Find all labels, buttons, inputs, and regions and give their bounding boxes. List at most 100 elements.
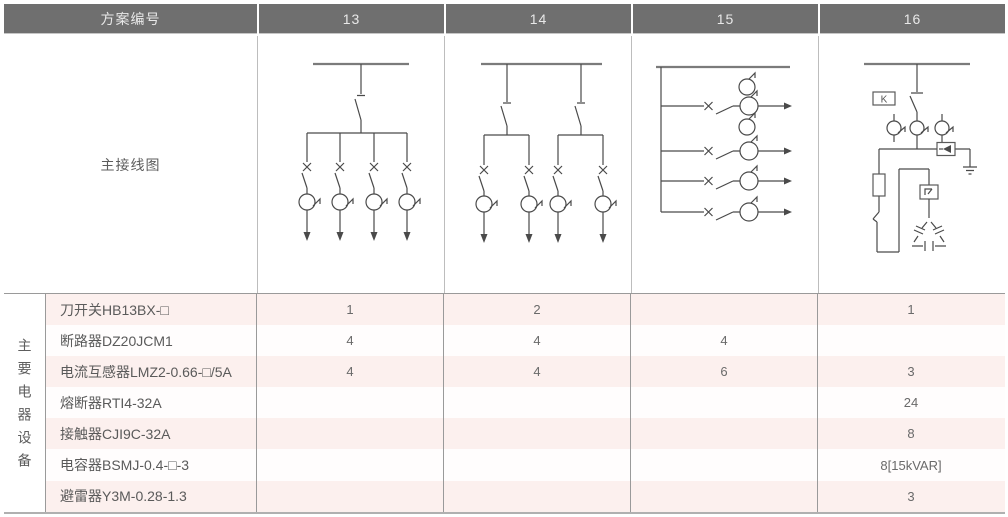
- current-transformer-icon: [594, 195, 612, 213]
- qty-cell: [630, 418, 817, 450]
- current-transformer-icon: [549, 195, 567, 213]
- current-transformer-icon: [738, 78, 756, 96]
- arrow-icon: [784, 177, 792, 185]
- header-cell-scheme-13: 13: [259, 4, 444, 34]
- arrow-icon: [554, 234, 562, 243]
- current-transformer-icon: [886, 120, 902, 136]
- qty-cell: [630, 449, 817, 481]
- current-transformer-icon: [738, 118, 756, 136]
- equipment-name-cell: 熔断器RTI4-32A: [60, 394, 162, 411]
- current-transformer-icon: [298, 193, 316, 211]
- diagram-cell-scheme-14: [444, 36, 631, 293]
- table-header-row: 方案编号 13 14 15 16: [4, 4, 1005, 34]
- qty-cell: [630, 480, 817, 512]
- table-row: 电流互感器LMZ2-0.66-□/5A 4 4 6 3: [46, 356, 1005, 388]
- equipment-name-cell: 电容器BSMJ-0.4-□-3: [60, 457, 190, 474]
- qty-cell: 3: [817, 480, 1004, 512]
- knife-switch-symbol: [354, 64, 365, 133]
- arrow-icon: [336, 232, 344, 241]
- diagram-cell-scheme-16: K: [818, 36, 1005, 293]
- diagram-cell-scheme-13: [257, 36, 444, 293]
- equipment-name-cell: 断路器DZ20JCM1: [60, 332, 173, 349]
- qty-cell: 4: [256, 325, 443, 357]
- qty-cell: [443, 387, 630, 419]
- table-row: 熔断器RTI4-32A 24: [46, 387, 1005, 419]
- main-wiring-diagram-row: 主接线图: [4, 36, 1005, 293]
- arrow-icon: [480, 234, 488, 243]
- equipment-name-cell: 避雷器Y3M-0.28-1.3: [60, 488, 187, 505]
- qty-cell: 1: [817, 294, 1004, 326]
- single-line-diagram-scheme-15: [656, 65, 792, 222]
- header-cell-scheme-16: 16: [820, 4, 1005, 34]
- capacitor-loop-line: [872, 149, 930, 253]
- arrow-icon: [784, 102, 792, 110]
- qty-cell: [256, 480, 443, 512]
- qty-cell: 8[15kVAR]: [817, 449, 1004, 481]
- current-transformer-icon: [398, 193, 416, 211]
- qty-cell: [256, 449, 443, 481]
- contactor-symbol: [924, 188, 933, 195]
- arrester-arrow-icon: [943, 145, 951, 153]
- table-row: 避雷器Y3M-0.28-1.3 3: [46, 480, 1005, 512]
- knife-switch-symbol: [484, 64, 529, 136]
- table-row: 刀开关HB13BX-□ 1 2 1: [46, 294, 1005, 326]
- qty-cell: 4: [443, 325, 630, 357]
- qty-cell: 8: [817, 418, 1004, 450]
- arrow-icon: [784, 208, 792, 216]
- header-cell-scheme-label: 方案编号: [4, 4, 257, 34]
- current-transformer-icon: [739, 171, 759, 191]
- table-row: 电容器BSMJ-0.4-□-3 8[15kVAR]: [46, 449, 1005, 481]
- single-line-diagram-scheme-13: [298, 62, 421, 241]
- qty-cell: [443, 418, 630, 450]
- arrow-icon: [525, 234, 533, 243]
- qty-cell: 4: [443, 356, 630, 388]
- current-transformer-icon: [520, 195, 538, 213]
- arrester-branch-line: [879, 148, 971, 167]
- qty-cell: [256, 418, 443, 450]
- arrow-icon: [784, 147, 792, 155]
- equipment-name-cell: 接触器CJI9C-32A: [60, 425, 171, 442]
- arrow-icon: [403, 232, 411, 241]
- current-transformer-icon: [909, 120, 925, 136]
- qty-cell: [817, 325, 1004, 357]
- main-wiring-diagram-label: 主接线图: [100, 156, 161, 173]
- qty-cell: [630, 387, 817, 419]
- qty-cell: [443, 480, 630, 512]
- knife-switch-symbol: [909, 64, 923, 149]
- single-line-diagram-scheme-14: [475, 62, 617, 243]
- ct-stubs: [893, 114, 943, 142]
- equipment-rows: 刀开关HB13BX-□ 1 2 1 断路器DZ20JCM1 4 4 4 电流互感…: [46, 294, 1005, 512]
- equipment-section: 主要电器设备 刀开关HB13BX-□ 1 2 1 断路器DZ20JCM1 4 4…: [4, 293, 1005, 514]
- delta-capacitor-bank: [912, 221, 946, 251]
- header-cell-scheme-15: 15: [633, 4, 818, 34]
- current-transformer-icon: [739, 141, 759, 161]
- qty-cell: 1: [256, 294, 443, 326]
- arrow-icon: [370, 232, 378, 241]
- equipment-name-cell: 电流互感器LMZ2-0.66-□/5A: [60, 363, 232, 380]
- fuse-box: [872, 173, 886, 197]
- equipment-vertical-label: 主要电器设备: [4, 294, 46, 512]
- relay-k-box: [872, 91, 896, 106]
- qty-cell: 3: [817, 356, 1004, 388]
- qty-cell: 4: [630, 325, 817, 357]
- current-transformer-icon: [739, 96, 759, 116]
- current-transformer-icon: [739, 202, 759, 222]
- qty-cell: 4: [256, 356, 443, 388]
- diagram-cell-scheme-15: [631, 36, 818, 293]
- arrow-icon: [599, 234, 607, 243]
- qty-cell: [630, 294, 817, 326]
- knife-switch-symbol: [558, 64, 603, 136]
- single-line-diagram-scheme-16: K: [864, 62, 977, 253]
- arrow-icon: [303, 232, 311, 241]
- relay-k-label: K: [881, 95, 888, 106]
- qty-cell: [256, 387, 443, 419]
- current-transformer-icon: [934, 120, 950, 136]
- feeder-branches: [298, 133, 421, 241]
- header-cell-scheme-14: 14: [446, 4, 631, 34]
- feeder-branches: [475, 135, 617, 243]
- qty-cell: 2: [443, 294, 630, 326]
- feeder-branches: [661, 71, 792, 222]
- current-transformer-icon: [331, 193, 349, 211]
- table-row: 接触器CJI9C-32A 8: [46, 418, 1005, 450]
